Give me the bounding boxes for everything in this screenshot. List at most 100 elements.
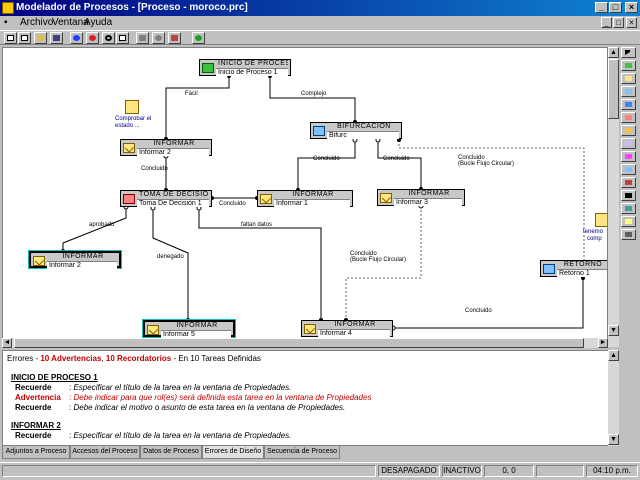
errors-scroll-up[interactable]: ▲ — [608, 350, 619, 361]
stop-button[interactable] — [152, 32, 165, 44]
node-informar-aprobado[interactable]: INFORMAR Informar 2 — [29, 251, 121, 269]
delete-tool[interactable] — [621, 190, 636, 201]
properties-button[interactable] — [116, 32, 129, 44]
pin-button[interactable] — [168, 32, 181, 44]
mdi-restore-button[interactable]: □ — [613, 17, 624, 28]
note-right-2[interactable]: comp — [587, 236, 602, 242]
envelope-icon — [304, 324, 316, 334]
errors-panel[interactable]: Errores - 10 Advertencias, 10 Recordator… — [2, 350, 618, 446]
tab-secuencia[interactable]: Secuencia de Proceso — [264, 446, 340, 459]
task-icon — [625, 128, 632, 133]
mdi-close-button[interactable]: × — [626, 17, 637, 28]
tab-errores[interactable]: Errores de Diseño — [202, 446, 264, 459]
scroll-thumb[interactable] — [608, 59, 619, 119]
form-icon — [625, 141, 632, 146]
pointer-tool[interactable] — [621, 47, 636, 58]
status-time: 04:10 p.m. — [586, 465, 638, 477]
error-row[interactable]: Recuerde: Especificar el título de la ta… — [15, 383, 291, 392]
inform-tool[interactable] — [621, 73, 636, 84]
maximize-button[interactable]: □ — [609, 2, 622, 13]
scroll-right-button[interactable]: ► — [598, 338, 608, 348]
fork-tool[interactable] — [621, 86, 636, 97]
join-tool[interactable] — [621, 99, 636, 110]
app-icon[interactable] — [2, 2, 14, 14]
return-icon — [543, 264, 555, 274]
error-row[interactable]: Recuerde: Especificar el título de la ta… — [15, 431, 291, 440]
start-icon — [202, 63, 214, 73]
diagram-canvas[interactable]: INICIO DE PROCESO Inicio de Proceso 1 IN… — [2, 47, 608, 347]
close-button[interactable]: × — [625, 2, 638, 13]
node-title: INFORMAR — [153, 140, 195, 147]
error-kind: Advertencia — [15, 393, 61, 402]
tool-palette — [621, 47, 638, 247]
add-button[interactable] — [70, 32, 83, 44]
edge-inf4-retorno — [393, 278, 584, 329]
error-row[interactable]: Recuerde: Debe indicar el motivo o asunt… — [15, 403, 345, 412]
task-tool[interactable] — [621, 125, 636, 136]
node-subtitle: Retorno 1 — [557, 269, 607, 277]
errors-scroll-down[interactable]: ▼ — [608, 434, 619, 445]
play-button[interactable] — [136, 32, 149, 44]
mdi-minimize-button[interactable]: _ — [601, 17, 612, 28]
error-row-warning[interactable]: Advertencia: Debe indicar para que rol(e… — [15, 393, 371, 402]
errors-dash: - — [33, 354, 41, 363]
hscroll-thumb[interactable] — [14, 338, 584, 348]
node-informar-3[interactable]: INFORMAR Informar 3 — [377, 189, 465, 206]
sub-process-tool[interactable] — [621, 203, 636, 214]
node-subtitle: Bifurc — [327, 131, 399, 139]
open-button[interactable] — [18, 32, 31, 44]
tab-adjuntos[interactable]: Adjuntos a Proceso — [2, 446, 70, 459]
note-icon[interactable] — [125, 100, 139, 114]
tab-accesos[interactable]: Accesos del Proceso — [70, 446, 140, 459]
menu-archivo[interactable]: Archivo — [20, 17, 54, 28]
new-button[interactable] — [4, 32, 17, 44]
node-retorno[interactable]: RETORNO Retorno 1 — [540, 260, 607, 277]
search-button[interactable] — [102, 32, 115, 44]
edge-facil — [165, 76, 230, 139]
window-title: Modelador de Procesos - [Proceso - moroc… — [16, 2, 248, 13]
form-tool[interactable] — [621, 138, 636, 149]
mdi-icon[interactable]: ▪ — [4, 17, 8, 28]
node-informar-denegado[interactable]: INFORMAR Informar 5 — [143, 320, 235, 338]
error-section-title[interactable]: INICIO DE PROCESO 1 — [11, 373, 98, 382]
scroll-down-button[interactable]: ▼ — [608, 325, 619, 336]
note-right-1[interactable]: tenemo — [583, 229, 604, 235]
return-tool[interactable] — [621, 164, 636, 175]
node-informar-2[interactable]: INFORMAR Informar 2 — [120, 139, 212, 156]
note-icon — [625, 219, 632, 224]
note-tool[interactable] — [621, 216, 636, 227]
canvas-vertical-scrollbar[interactable]: ▲ ▼ — [608, 47, 619, 347]
node-inicio-proceso[interactable]: INICIO DE PROCESO Inicio de Proceso 1 — [199, 59, 291, 76]
menu-ventana[interactable]: Ventana — [52, 17, 89, 28]
tab-datos[interactable]: Datos de Proceso — [140, 446, 202, 459]
folder-button[interactable] — [34, 32, 47, 44]
note-icon-right[interactable] — [595, 213, 607, 227]
decision-tool[interactable] — [621, 112, 636, 123]
error-kind: Recuerde — [15, 383, 52, 392]
book-tool[interactable] — [621, 229, 636, 240]
node-informar-1[interactable]: INFORMAR Informar 1 — [257, 190, 353, 207]
menu-ayuda[interactable]: Ayuda — [84, 17, 113, 28]
error-section-title[interactable]: INFORMAR 2 — [11, 421, 61, 430]
note-comprobar[interactable]: Comprobar el estado ... — [115, 116, 152, 129]
canvas-horizontal-scrollbar[interactable]: ◄ ► — [2, 338, 608, 348]
start-tool[interactable] — [621, 60, 636, 71]
window-title-bar[interactable]: Modelador de Procesos - [Proceso - moroc… — [0, 0, 640, 16]
scroll-left-button[interactable]: ◄ — [2, 338, 12, 348]
errors-suffix: - En 10 Tareas Definidas — [171, 354, 261, 363]
menu-bar: ▪ Archivo Ventana Ayuda _ □ × — [0, 16, 640, 30]
node-toma-decision[interactable]: TOMA DE DECISIÓN Toma De Decisión 1 — [120, 190, 212, 207]
scroll-up-button[interactable]: ▲ — [608, 47, 619, 58]
minimize-button[interactable]: _ — [595, 2, 608, 13]
help-icon — [195, 35, 202, 41]
edge-label-facil: Fácil — [185, 91, 198, 97]
help-button[interactable] — [192, 32, 205, 44]
node-bifurcacion[interactable]: BIFURCACION Bifurc — [310, 122, 402, 139]
save-button[interactable] — [50, 32, 63, 44]
remove-button[interactable] — [86, 32, 99, 44]
timer-tool[interactable] — [621, 151, 636, 162]
node-informar-4[interactable]: INFORMAR Informar 4 — [301, 320, 393, 337]
end-tool[interactable] — [621, 177, 636, 188]
errors-scrollbar[interactable]: ▲ ▼ — [608, 350, 619, 446]
envelope-icon — [33, 256, 45, 266]
